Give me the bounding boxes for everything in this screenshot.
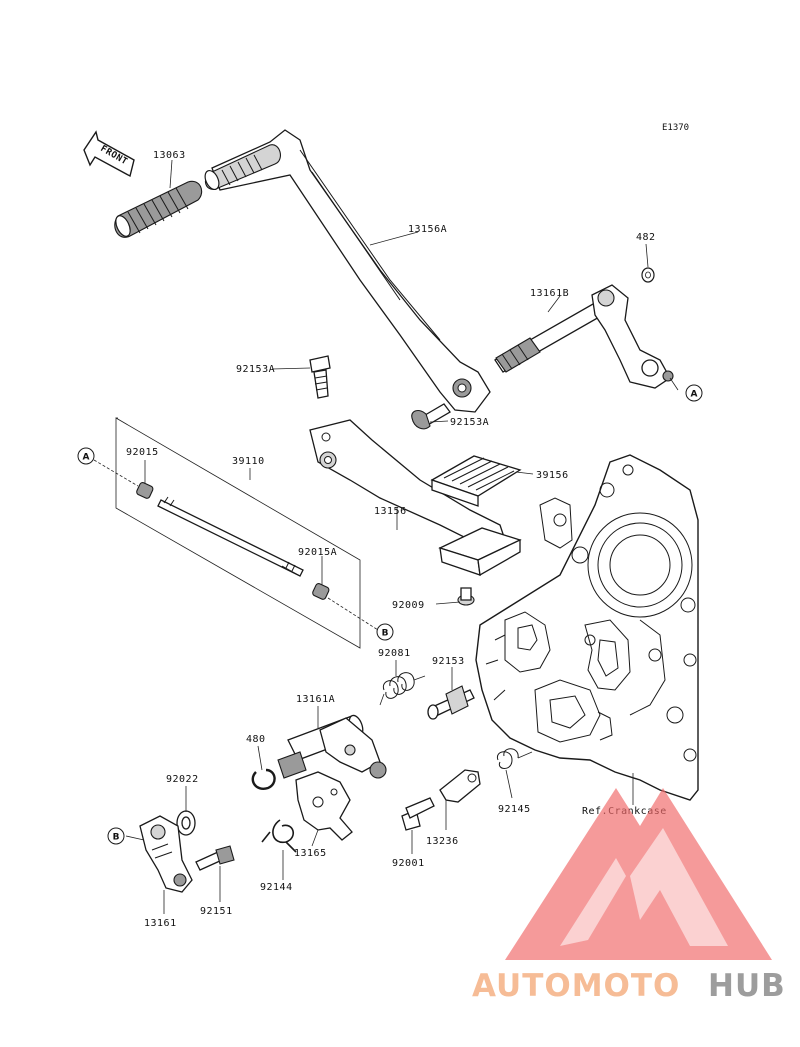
spring-92145 <box>496 748 533 769</box>
bolt-92153A-top <box>309 355 331 399</box>
watermark-brand-part2: HUB <box>708 968 786 1004</box>
callout-13156: 13156 <box>374 506 407 517</box>
callout-13161: 13161 <box>144 918 177 929</box>
marker-a-right: A <box>685 384 703 402</box>
fastener-92009 <box>457 587 475 606</box>
pedal-arm-13156 <box>309 419 522 577</box>
shift-shaft-13161B <box>494 267 674 389</box>
callout-92144: 92144 <box>260 882 293 893</box>
automotohub-logo-icon <box>505 788 772 960</box>
shift-pedal-rubber <box>114 180 203 238</box>
svg-text:B: B <box>113 833 120 843</box>
callout-92015A: 92015A <box>298 547 337 558</box>
callout-13161B: 13161B <box>530 288 569 299</box>
spring-92144 <box>261 819 297 853</box>
callout-92145: 92145 <box>498 804 531 815</box>
front-direction-arrow: FRONT <box>83 130 135 178</box>
callout-92022: 92022 <box>166 774 199 785</box>
crankcase-reference-illustration <box>475 454 699 805</box>
callout-13156A: 13156A <box>408 224 447 235</box>
shift-lever-13161 <box>139 815 193 893</box>
svg-text:A: A <box>83 453 90 463</box>
tie-rod-assembly-39110 <box>93 417 379 649</box>
bolt-92151 <box>195 845 235 871</box>
callout-92151: 92151 <box>200 906 233 917</box>
pedal-pad-39156 <box>430 455 522 507</box>
spring-92081 <box>379 672 426 706</box>
callout-482: 482 <box>636 232 656 243</box>
marker-a-left: A <box>77 447 95 465</box>
svg-text:B: B <box>382 629 389 639</box>
part-13236 <box>439 769 481 803</box>
callout-92009: 92009 <box>392 600 425 611</box>
marker-b-left: B <box>107 827 125 845</box>
callout-13165: 13165 <box>294 848 327 859</box>
washer-92022 <box>176 810 196 836</box>
callout-13161A: 13161A <box>296 694 335 705</box>
connection-markers: A A B B <box>77 384 703 845</box>
bolt-92153 <box>427 685 475 720</box>
circlip-480 <box>251 768 276 790</box>
callout-92081: 92081 <box>378 648 411 659</box>
svg-text:A: A <box>691 390 698 400</box>
callout-92015: 92015 <box>126 447 159 458</box>
shift-pedal-arm <box>204 129 491 413</box>
shift-shaft-13161A <box>277 714 387 779</box>
bolt-92153A-mid <box>411 403 451 430</box>
callout-13063: 13063 <box>153 150 186 161</box>
diagram-code: E1370 <box>662 123 689 133</box>
bolt-92001 <box>401 797 435 831</box>
callout-39156: 39156 <box>536 470 569 481</box>
automotohub-watermark: AUTOMOTO HUB <box>472 788 786 1004</box>
watermark-brand-part1: AUTOMOTO <box>472 968 680 1004</box>
callout-480: 480 <box>246 734 266 745</box>
callout-92001: 92001 <box>392 858 425 869</box>
marker-b-right: B <box>376 623 394 641</box>
callout-92153A-mid: 92153A <box>450 417 489 428</box>
leader-lines <box>125 159 679 914</box>
callout-39110: 39110 <box>232 456 265 467</box>
callout-13236: 13236 <box>426 836 459 847</box>
callout-92153: 92153 <box>432 656 465 667</box>
callout-92153A-top: 92153A <box>236 364 275 375</box>
shift-mechanism-13165 <box>295 771 353 841</box>
